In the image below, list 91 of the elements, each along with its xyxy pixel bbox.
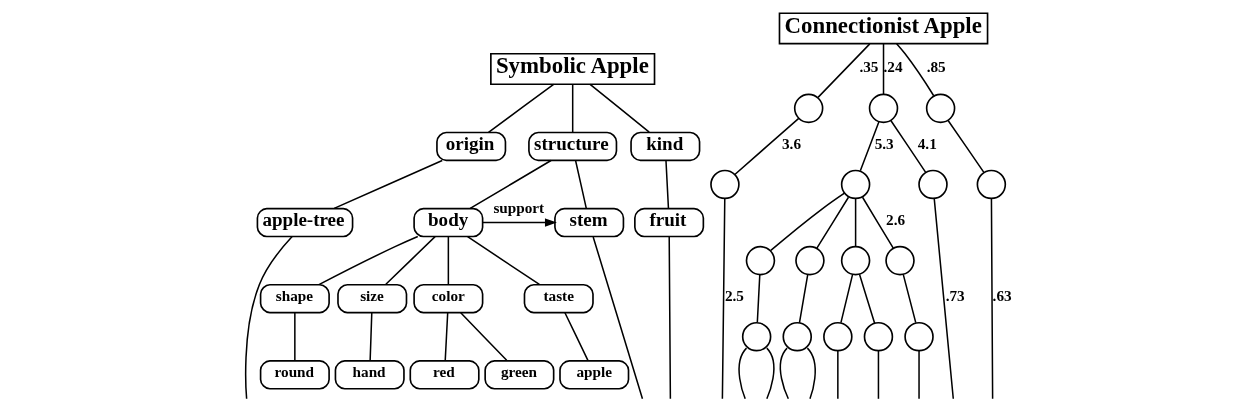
connector — [721, 197, 726, 400]
connector — [588, 83, 650, 133]
edge-label: .73 — [945, 287, 965, 305]
connector — [779, 347, 789, 400]
node-box: taste — [523, 283, 594, 314]
connector — [466, 235, 540, 286]
node-circle — [868, 93, 898, 124]
connector — [468, 159, 552, 210]
node-box: Symbolic Apple — [489, 52, 655, 86]
connector — [858, 273, 875, 324]
connector — [932, 197, 954, 400]
edge-label: 4.1 — [917, 135, 937, 153]
node-circle — [840, 245, 870, 276]
edge-label: 2.6 — [885, 211, 905, 229]
connector — [293, 312, 296, 362]
node-box: green — [483, 360, 554, 390]
edge-label: .63 — [992, 287, 1012, 305]
connector — [765, 347, 775, 400]
connector — [815, 196, 849, 249]
node-box: stem — [553, 207, 624, 238]
edge-label: .85 — [926, 57, 946, 75]
connector — [667, 236, 671, 400]
node-circle — [745, 245, 775, 276]
node-circle — [793, 93, 823, 124]
edge-label: 2.5 — [724, 287, 744, 305]
node-circle — [903, 321, 934, 352]
connector — [563, 312, 589, 362]
edge-label: 5.3 — [874, 135, 894, 153]
node-circle — [794, 245, 825, 276]
connector — [447, 235, 449, 285]
node-circle — [741, 321, 771, 352]
connector — [902, 273, 916, 324]
node-box: red — [408, 360, 480, 390]
connector — [895, 42, 934, 97]
connector — [444, 312, 448, 362]
connector — [664, 159, 669, 209]
connector — [571, 83, 573, 133]
node-circle — [917, 169, 948, 200]
node-box: apple-tree — [256, 207, 353, 238]
connector — [733, 117, 799, 176]
node-circle — [840, 169, 870, 200]
connector — [244, 235, 293, 400]
connector — [591, 236, 643, 400]
connector — [877, 350, 879, 400]
connector — [854, 197, 856, 247]
connector — [882, 43, 884, 95]
connector — [487, 83, 554, 134]
node-box: structure — [527, 131, 617, 162]
edge-label: .35 — [858, 57, 878, 75]
edge-label: 3.6 — [781, 135, 801, 153]
connector — [861, 196, 894, 249]
node-box: kind — [629, 131, 700, 162]
node-box: body — [412, 207, 483, 238]
connector — [459, 312, 507, 362]
arrow — [481, 218, 557, 227]
connector — [574, 159, 587, 209]
connector — [990, 197, 993, 400]
connector — [798, 273, 808, 324]
edge-label: support — [492, 199, 544, 217]
node-box: round — [259, 360, 330, 390]
node-box: shape — [259, 283, 330, 314]
node-box: size — [336, 283, 407, 314]
connector — [859, 121, 880, 172]
connector — [836, 350, 839, 400]
node-box: fruit — [633, 207, 704, 238]
connector — [737, 347, 747, 400]
node-circle — [709, 169, 740, 200]
connector — [806, 347, 816, 400]
node-circle — [976, 169, 1006, 200]
node-circle — [781, 321, 812, 352]
node-circle — [863, 321, 893, 352]
edge-label: .24 — [883, 57, 903, 75]
connector — [368, 312, 373, 362]
node-box: origin — [435, 131, 506, 162]
connector — [317, 235, 419, 286]
node-box: color — [412, 283, 483, 314]
node-circle — [925, 93, 955, 124]
connector — [889, 119, 926, 174]
connector — [839, 273, 853, 324]
connector — [917, 350, 920, 400]
connector — [769, 192, 845, 252]
node-circle — [884, 245, 915, 276]
connector — [816, 43, 871, 99]
node-box: apple — [558, 360, 629, 390]
node-box: hand — [334, 360, 405, 390]
connector — [756, 273, 761, 324]
connector — [384, 235, 436, 285]
connector — [946, 119, 985, 174]
node-box: Connectionist Apple — [778, 12, 988, 45]
connector — [332, 159, 443, 210]
node-circle — [822, 321, 853, 352]
